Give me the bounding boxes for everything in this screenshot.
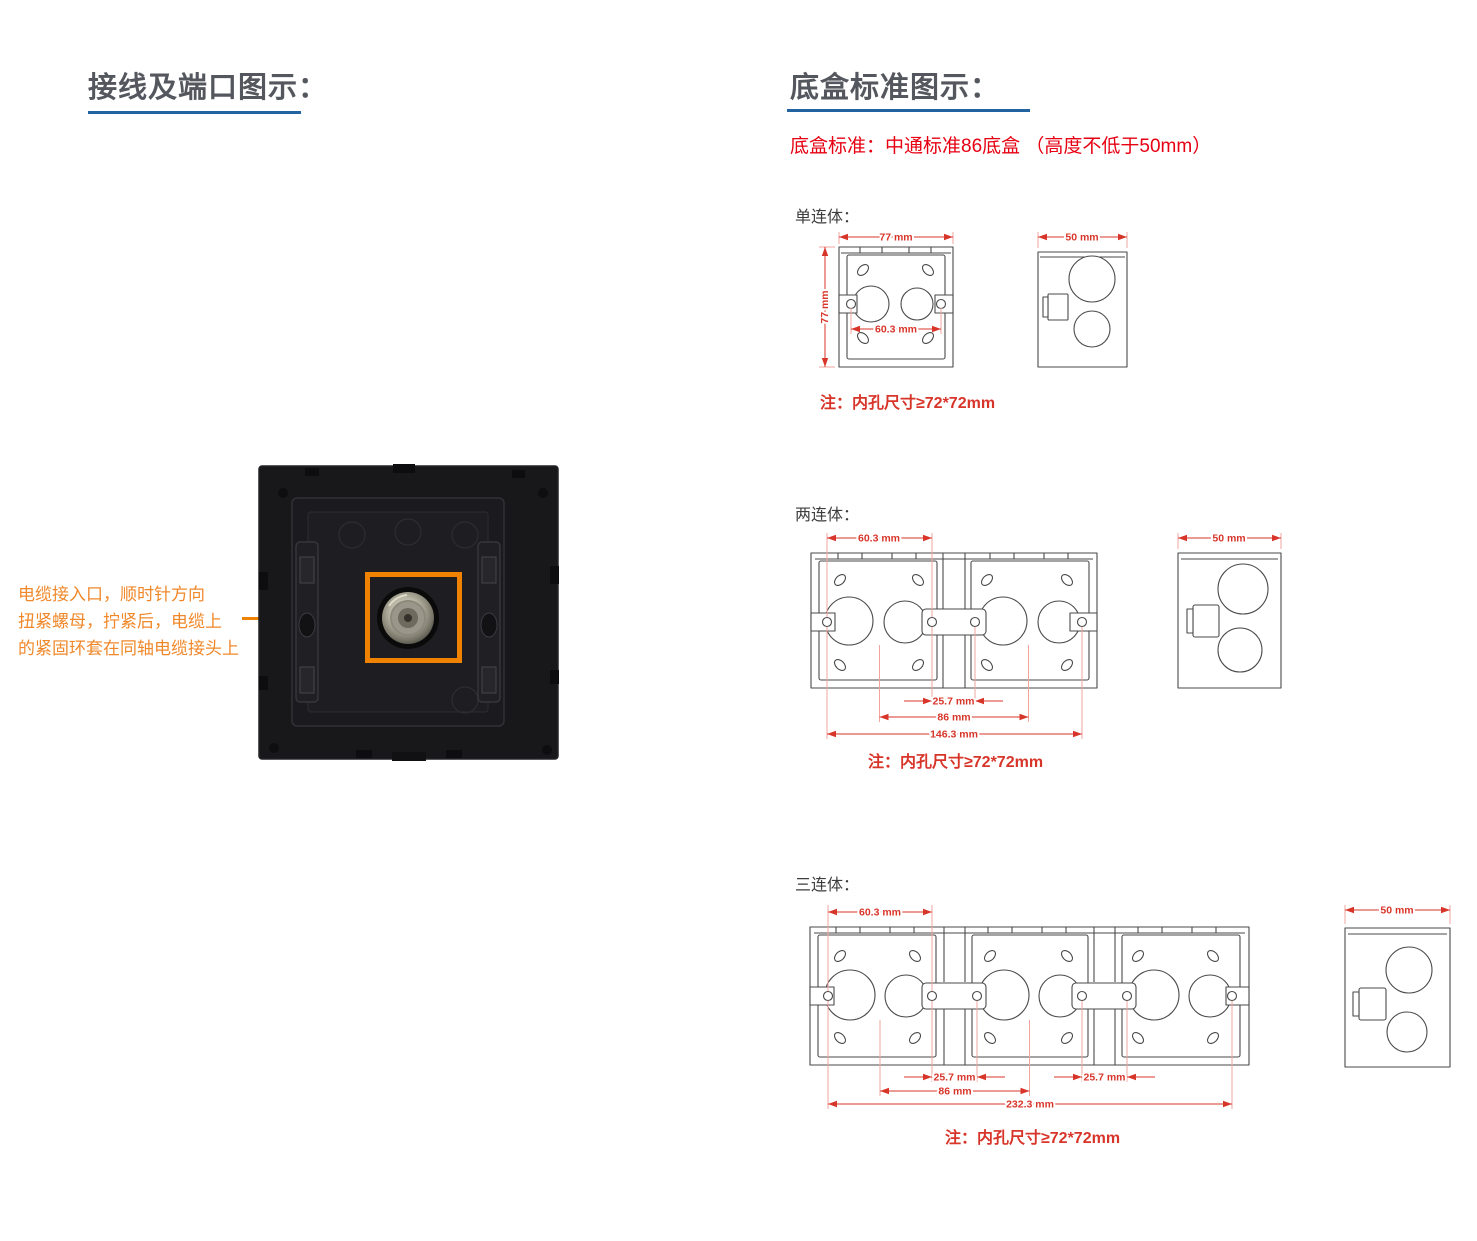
left-title-underline xyxy=(88,111,301,114)
triple-dim-center-spacing: 86 mm xyxy=(879,1020,1030,1100)
dim-label-triple-screw-spacing: 60.3 mm xyxy=(859,907,901,919)
product-back-photo xyxy=(258,464,559,761)
box-standard-note: 底盒标准：中通标准86底盒 （高度不低于50mm） xyxy=(790,136,1212,157)
single-front-box xyxy=(838,246,954,368)
coax-connector xyxy=(377,587,439,649)
dim-label-double-depth: 50 mm xyxy=(1212,533,1245,545)
single-inner-hole-note: 注：内孔尺寸≥72*72mm xyxy=(820,395,996,412)
triple-gang-label: 三连体： xyxy=(795,877,860,894)
double-side-view-drawing: 50 mm xyxy=(1177,531,1282,689)
double-gang-label: 两连体： xyxy=(795,507,860,524)
dim-label-triple-center-spacing: 86 mm xyxy=(938,1086,971,1098)
dim-label-single-depth: 50 mm xyxy=(1065,232,1098,244)
triple-dim-depth: 50 mm xyxy=(1344,903,1451,924)
single-front-view-drawing: 77 mm 77 mm 60.3 mm xyxy=(817,230,954,368)
single-dim-depth: 50 mm xyxy=(1037,230,1128,248)
dim-label-double-adjacent-gap: 25.7 mm xyxy=(932,696,974,708)
dim-label-single-width: 77 mm xyxy=(879,232,912,244)
single-dim-height: 77 mm xyxy=(817,246,835,368)
double-dim-center-spacing: 86 mm xyxy=(879,645,1029,726)
single-dim-width: 77 mm xyxy=(838,230,954,246)
triple-dim-adjacent-gap-1: 25.7 mm xyxy=(904,1001,1005,1086)
left-section-title: 接线及端口图示： xyxy=(88,72,329,104)
triple-side-view-drawing: 50 mm xyxy=(1344,903,1451,1068)
triple-inner-hole-note: 注：内孔尺寸≥72*72mm xyxy=(945,1130,1121,1147)
dim-label-triple-depth: 50 mm xyxy=(1380,905,1413,917)
dim-label-triple-adjacent-gap-1: 25.7 mm xyxy=(933,1072,975,1084)
double-inner-hole-note: 注：内孔尺寸≥72*72mm xyxy=(868,754,1044,771)
dim-label-double-center-spacing: 86 mm xyxy=(937,712,970,724)
right-latch xyxy=(477,541,501,703)
dim-label-triple-overall: 232.3 mm xyxy=(1006,1099,1054,1111)
triple-dim-overall: 232.3 mm xyxy=(827,1001,1233,1113)
triple-dim-adjacent-gap-2: 25.7 mm xyxy=(1054,1001,1155,1086)
right-section-title: 底盒标准图示： xyxy=(790,72,1001,104)
coax-port-highlight-box xyxy=(365,572,462,663)
double-dim-screw-spacing: 60.3 mm xyxy=(826,531,933,617)
triple-side-box xyxy=(1344,927,1451,1068)
dim-label-single-height: 77 mm xyxy=(819,290,831,323)
cable-annotation: 电缆接入口，顺时针方向 扭紧螺母，拧紧后，电缆上 的紧固环套在同轴电缆接头上 xyxy=(18,581,239,662)
left-latch xyxy=(295,541,319,703)
dim-label-double-screw-spacing: 60.3 mm xyxy=(858,533,900,545)
annotation-line-3: 的紧固环套在同轴电缆接头上 xyxy=(18,639,239,658)
triple-front-view-drawing: 60.3 mm 25.7 mm 25.7 mm 86 mm xyxy=(809,905,1250,1113)
right-title-underline xyxy=(787,109,1030,112)
single-gang-label: 单连体： xyxy=(795,209,860,226)
single-side-box xyxy=(1037,251,1128,368)
dim-label-single-screw-spacing: 60.3 mm xyxy=(875,324,917,336)
annotation-line-1: 电缆接入口，顺时针方向 xyxy=(18,585,205,604)
single-dim-screw-spacing: 60.3 mm xyxy=(850,308,942,338)
double-dim-adjacent-gap: 25.7 mm xyxy=(904,627,1003,710)
double-side-box xyxy=(1177,552,1282,689)
double-dim-depth: 50 mm xyxy=(1177,531,1282,549)
triple-dim-screw-spacing: 60.3 mm xyxy=(827,905,933,991)
double-front-view-drawing: 60.3 mm 25.7 mm 86 mm 146.3 mm xyxy=(810,531,1098,743)
annotation-line-2: 扭紧螺母，拧紧后，电缆上 xyxy=(18,612,222,631)
dim-label-double-overall: 146.3 mm xyxy=(930,729,978,741)
double-dim-overall: 146.3 mm xyxy=(826,627,1083,743)
single-side-view-drawing: 50 mm xyxy=(1037,230,1128,368)
double-front-box xyxy=(810,552,1098,689)
dim-label-triple-adjacent-gap-2: 25.7 mm xyxy=(1083,1072,1125,1084)
